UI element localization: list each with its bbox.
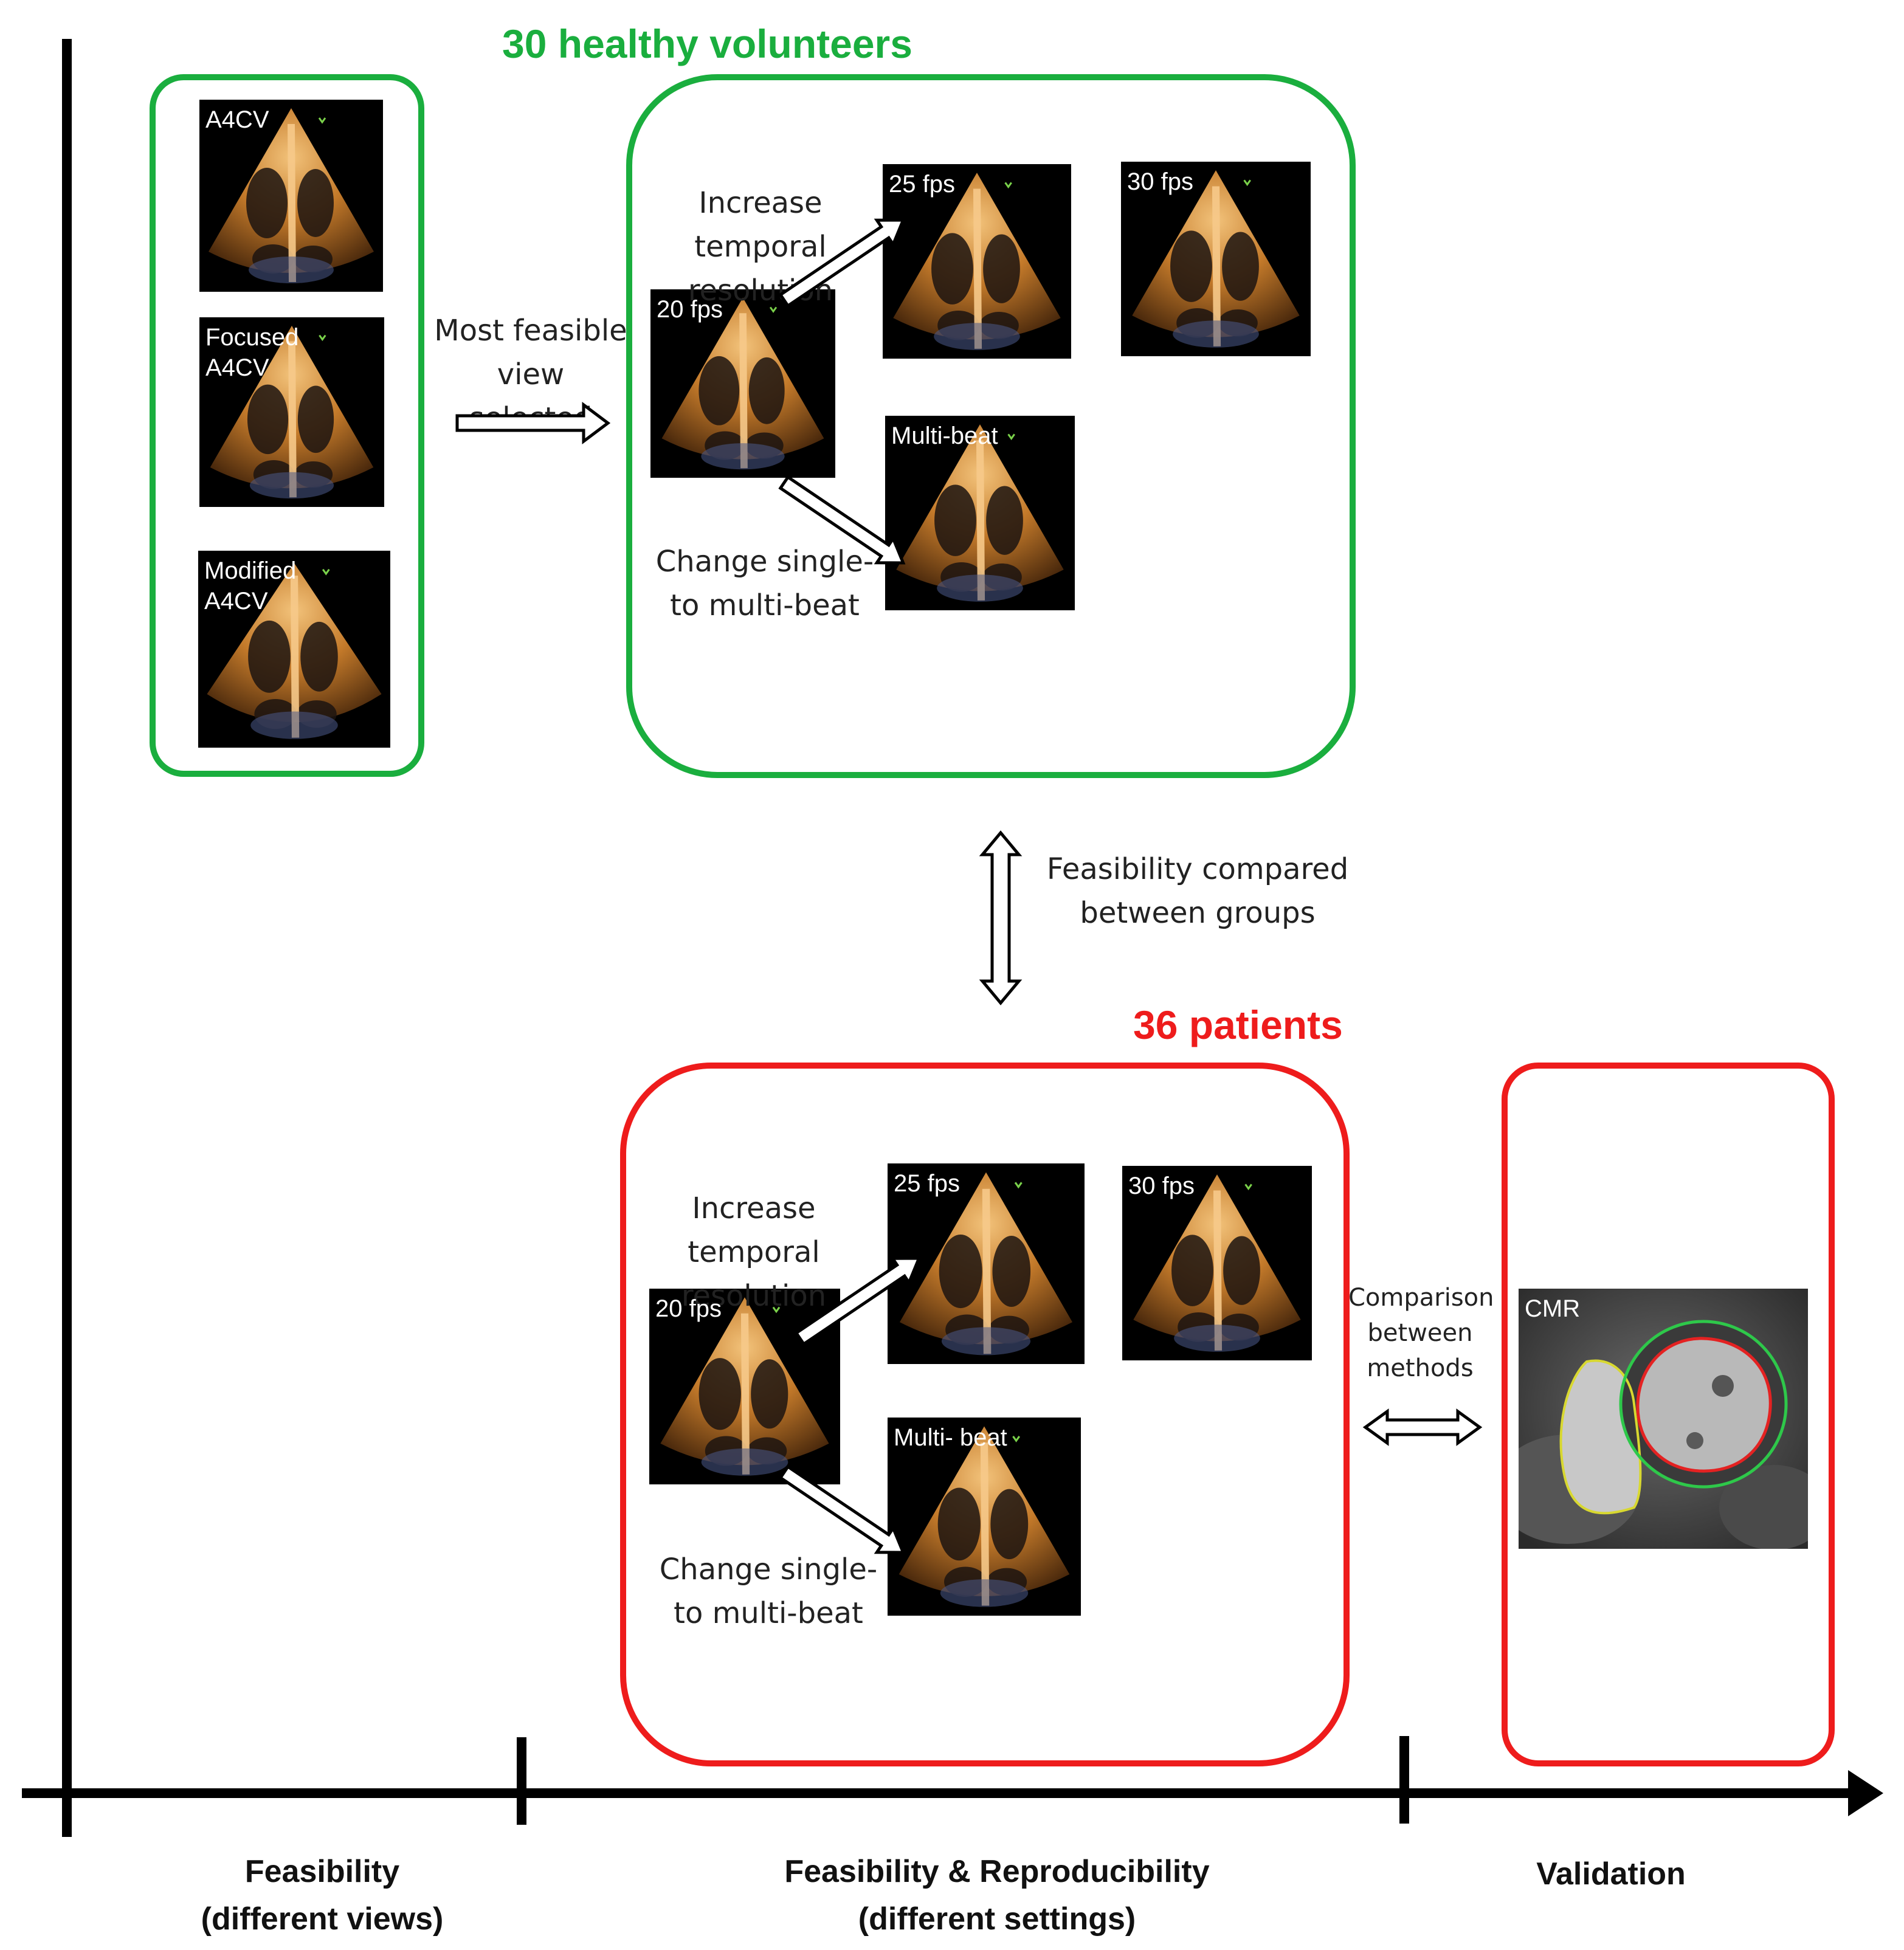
axis-label-validation: Validation (1536, 1856, 1686, 1892)
echo-image-patient-20fps: 20 fps (649, 1289, 840, 1484)
view-label-focused: Focused A4CV (205, 324, 299, 381)
echo-sector-icon (1132, 170, 1300, 348)
patients-group-title: 36 patients (1133, 1002, 1343, 1047)
echo-image-patient-multibeat: Multi- beat (888, 1418, 1081, 1616)
most-feasible-text: Most feasible view selected (434, 314, 627, 435)
healthy-group-title: 30 healthy volunteers (502, 21, 912, 66)
increase-temporal-text: Increase temporal resolution (688, 186, 833, 308)
views-box (150, 74, 424, 777)
echo-image-healthy-30fps: 30 fps (1121, 162, 1311, 356)
axis-label-reproducibility: Feasibility & Reproducibility (different… (784, 1854, 1210, 1937)
view-label-modified: Modified A4CV (204, 557, 297, 615)
echo-image-healthy-25fps: 25 fps (883, 164, 1071, 359)
view-label-a4cv: A4CV (205, 106, 269, 133)
cmr-image: CMR (1519, 1289, 1808, 1549)
echo-sector-icon (660, 1297, 829, 1476)
echo-sector-icon (896, 424, 1064, 602)
echo-image-patient-25fps: 25 fps (888, 1163, 1085, 1364)
echo-sector-icon (209, 108, 374, 283)
echo-sector-icon (661, 297, 824, 470)
echo-sector-icon (899, 1172, 1073, 1356)
echo-sector-icon (207, 563, 382, 739)
cmr-label: CMR (1525, 1295, 1581, 1322)
echo-sector-icon (1133, 1174, 1301, 1352)
fps-label: 25 fps (889, 171, 955, 198)
fps-label: 20 fps (655, 1295, 722, 1322)
fps-label: 25 fps (894, 1170, 960, 1197)
comparison-methods-text: Comparison between methods (1348, 1284, 1494, 1382)
healthy-settings-box (626, 74, 1356, 778)
echo-image-patient-30fps: 30 fps (1122, 1166, 1312, 1360)
fps-label: 30 fps (1128, 1173, 1195, 1199)
axis-arrowhead-icon (1848, 1770, 1883, 1816)
multibeat-label: Multi-beat (891, 422, 998, 449)
double-arrow-horizontal-icon (1362, 1408, 1483, 1446)
echo-image-healthy-multibeat: Multi-beat (885, 416, 1075, 610)
patient-settings-box (620, 1063, 1350, 1766)
echo-sector-icon (210, 325, 374, 499)
echo-sector-icon (899, 1426, 1070, 1607)
feasibility-compared-text: Feasibility compared between groups (1046, 852, 1349, 930)
echo-sector-icon (893, 173, 1061, 350)
echo-image-healthy-20fps: 20 fps (650, 289, 835, 478)
fps-label: 20 fps (657, 296, 723, 323)
multibeat-label: Multi- beat (894, 1424, 1007, 1451)
axis-label-feasibility: Feasibility (different views) (201, 1854, 444, 1937)
echo-image-a4cv: A4CV (199, 100, 383, 292)
double-arrow-vertical-icon (979, 830, 1023, 1005)
echo-image-modified: Modified A4CV (198, 551, 390, 748)
fps-label: 30 fps (1127, 168, 1193, 195)
change-beat-text: Change single-to multi-beat (659, 1552, 878, 1630)
validation-box (1502, 1063, 1835, 1766)
change-beat-text: Change single-to multi-beat (655, 545, 874, 622)
cmr-heart-icon (1519, 1289, 1808, 1549)
echo-image-focused: Focused A4CV (199, 317, 384, 507)
